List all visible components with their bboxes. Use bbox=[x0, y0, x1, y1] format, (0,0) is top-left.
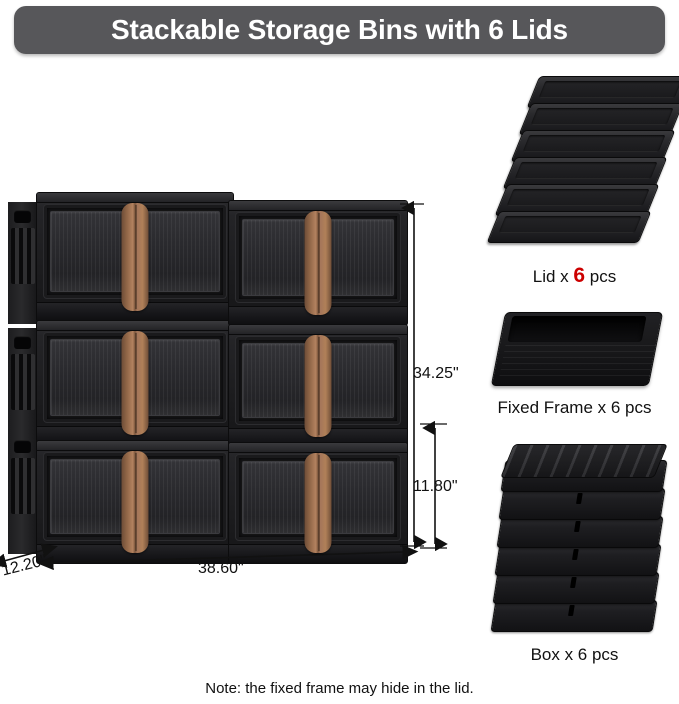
bin-door-left bbox=[242, 343, 315, 418]
bin-handle bbox=[304, 335, 332, 437]
ventilation-slots-icon bbox=[11, 354, 35, 410]
bin-handle bbox=[304, 453, 332, 553]
ventilation-slots-icon bbox=[11, 228, 35, 284]
storage-bin-unit bbox=[36, 320, 234, 446]
box-caption: Box x 6 pcs bbox=[530, 645, 619, 664]
page-title: Stackable Storage Bins with 6 Lids bbox=[111, 14, 568, 45]
box-top-ribbed-surface bbox=[500, 444, 668, 478]
lid-item bbox=[486, 211, 652, 243]
height-total-label: 34.25" bbox=[413, 365, 459, 382]
height-single-bin-label: 11.80" bbox=[413, 478, 458, 495]
lid-count: 6 bbox=[573, 264, 586, 287]
bin-door-right bbox=[138, 211, 220, 292]
title-banner: Stackable Storage Bins with 6 Lids bbox=[14, 6, 665, 54]
bin-side-panel bbox=[8, 328, 38, 450]
bin-top-cap bbox=[37, 441, 233, 451]
fixed-frame-caption: Fixed Frame x 6 pcs bbox=[497, 398, 652, 417]
bin-side-panel bbox=[8, 432, 38, 554]
lid-caption-prefix: Lid x bbox=[532, 267, 574, 286]
storage-bins-illustration bbox=[0, 178, 410, 564]
bin-door-right bbox=[321, 219, 394, 296]
side-handle-cutout-icon bbox=[14, 440, 31, 453]
bin-top-cap bbox=[229, 201, 407, 211]
bin-handle bbox=[121, 203, 149, 311]
bin-door-right bbox=[138, 459, 220, 534]
storage-bin-unit bbox=[36, 440, 234, 564]
box-item bbox=[494, 544, 662, 576]
box-item bbox=[498, 488, 666, 520]
bin-side-panel bbox=[8, 202, 38, 324]
fixed-frame-illustration bbox=[490, 312, 664, 386]
bin-top-cap bbox=[37, 193, 233, 203]
ventilation-slots-icon bbox=[11, 458, 35, 514]
lid-caption: Lid x 6 pcs bbox=[470, 264, 679, 288]
footer-note: Note: the fixed frame may hide in the li… bbox=[205, 680, 474, 697]
frame-cavity bbox=[507, 316, 647, 342]
bin-door-left bbox=[242, 219, 315, 296]
side-handle-cutout-icon bbox=[14, 210, 31, 223]
bin-door-left bbox=[50, 339, 132, 416]
bin-door-left bbox=[242, 461, 315, 534]
storage-bin-unit bbox=[228, 200, 408, 326]
width-label: 38.60" bbox=[198, 560, 244, 577]
storage-bin-unit bbox=[228, 442, 408, 564]
frame-stack-lines bbox=[498, 345, 656, 381]
box-item bbox=[496, 516, 664, 548]
bin-door-left bbox=[50, 211, 132, 292]
side-handle-cutout-icon bbox=[14, 336, 31, 349]
box-item bbox=[490, 600, 658, 632]
bin-door-frame bbox=[44, 205, 226, 298]
bin-top-cap bbox=[229, 325, 407, 335]
box-item bbox=[492, 572, 660, 604]
bin-handle bbox=[121, 451, 149, 553]
storage-bin-unit bbox=[228, 324, 408, 448]
bin-top-cap bbox=[229, 443, 407, 453]
bin-door-right bbox=[138, 339, 220, 416]
bin-handle bbox=[121, 331, 149, 435]
bin-handle bbox=[304, 211, 332, 315]
bin-door-left bbox=[50, 459, 132, 534]
bin-top-cap bbox=[37, 321, 233, 331]
lid-caption-suffix: pcs bbox=[585, 267, 617, 286]
box-stack-illustration bbox=[490, 444, 669, 632]
lid-stack-illustration bbox=[481, 74, 679, 254]
storage-bin-unit bbox=[36, 192, 234, 322]
bin-door-right bbox=[321, 461, 394, 534]
bin-door-right bbox=[321, 343, 394, 418]
